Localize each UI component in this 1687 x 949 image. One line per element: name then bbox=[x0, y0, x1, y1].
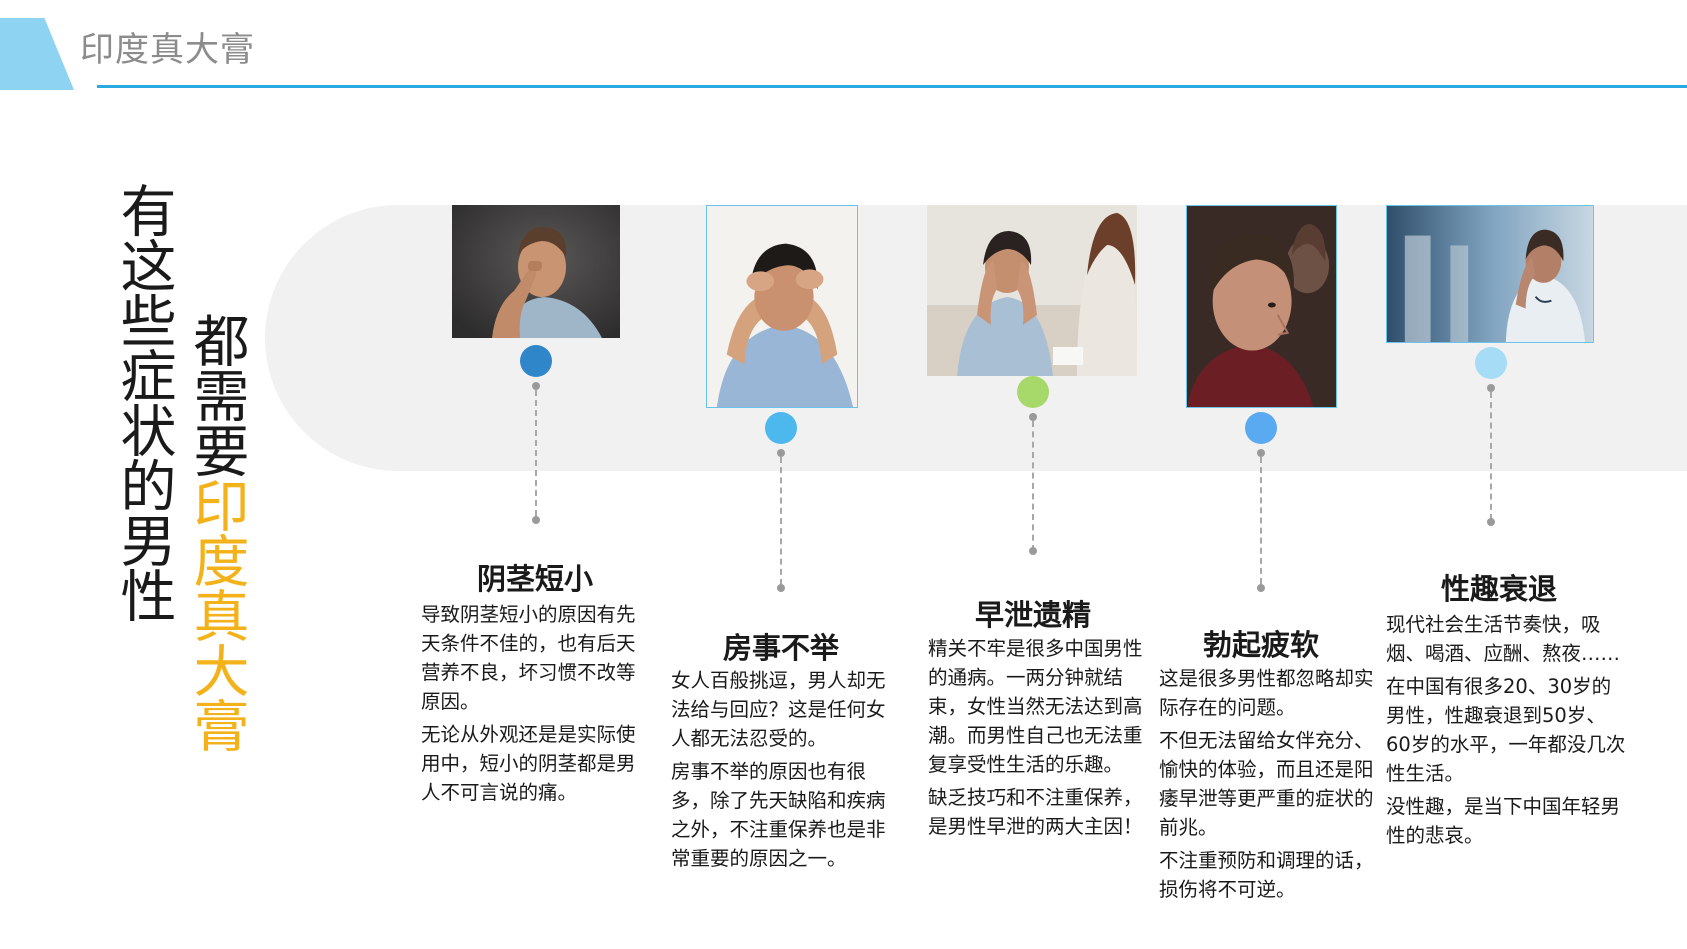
item-body-1: 导致阴茎短小的原因有先天条件不佳的，也有后天营养不良，坏习惯不改等原因。 无论从… bbox=[421, 600, 646, 811]
timeline-pin-top-3 bbox=[1029, 413, 1037, 421]
item-3-paragraph-2: 缺乏技巧和不注重保养，是男性早泄的两大主因！ bbox=[928, 786, 1143, 838]
headline-line1: 有这些症状的男性 bbox=[111, 182, 176, 622]
photo-doctor-stressed bbox=[1386, 205, 1594, 343]
timeline-dot-3 bbox=[1017, 376, 1049, 408]
timeline-pin-top-5 bbox=[1487, 384, 1495, 392]
item-5-paragraph-2: 在中国有很多20、30岁的男性，性趣衰退到50岁、60岁的水平，一年都没几次性生… bbox=[1386, 675, 1626, 785]
photo-man-rubbing-eyes bbox=[452, 205, 620, 338]
item-1-paragraph-1: 导致阴茎短小的原因有先天条件不佳的，也有后天营养不良，坏习惯不改等原因。 bbox=[421, 603, 636, 713]
timeline-stem-5 bbox=[1490, 392, 1492, 520]
item-body-4: 这是很多男性都忽略却实际存在的问题。 不但无法留给女伴充分、愉快的体验，而且还是… bbox=[1159, 664, 1377, 908]
timeline-dot-5 bbox=[1475, 347, 1507, 379]
item-body-3: 精关不牢是很多中国男性的通病。一两分钟就结束，女性当然无法达到高潮。而男性自己也… bbox=[928, 634, 1146, 845]
item-5-paragraph-1: 现代社会生活节奏快，吸烟、喝酒、应酬、熬夜…… bbox=[1386, 613, 1621, 665]
header-title: 印度真大膏 bbox=[80, 30, 255, 70]
item-title-2: 房事不举 bbox=[722, 631, 839, 665]
header-underline bbox=[97, 85, 1687, 88]
timeline-pin-top-4 bbox=[1257, 449, 1265, 457]
photo-man-holding-head bbox=[706, 205, 858, 408]
item-title-1: 阴茎短小 bbox=[476, 562, 593, 596]
item-4-paragraph-3: 不注重预防和调理的话，损伤将不可逆。 bbox=[1159, 849, 1374, 901]
timeline-pin-bottom-1 bbox=[532, 516, 540, 524]
item-5-paragraph-3: 没性趣，是当下中国年轻男性的悲哀。 bbox=[1386, 795, 1621, 847]
item-2-paragraph-2: 房事不举的原因也有很多，除了先天缺陷和疾病之外，不注重保养也是非常重要的原因之一… bbox=[671, 760, 886, 870]
timeline-pin-bottom-5 bbox=[1487, 518, 1495, 526]
item-4-paragraph-1: 这是很多男性都忽略却实际存在的问题。 bbox=[1159, 667, 1374, 719]
item-1-paragraph-2: 无论从外观还是是实际使用中，短小的阴茎都是男人不可言说的痛。 bbox=[421, 723, 636, 804]
headline-line2-prefix: 都需要 bbox=[184, 312, 249, 477]
item-4-paragraph-2: 不但无法留给女伴充分、愉快的体验，而且还是阳痿早泄等更严重的症状的前兆。 bbox=[1159, 729, 1374, 839]
item-2-paragraph-1: 女人百般挑逗，男人却无法给与回应？这是任何女人都无法忍受的。 bbox=[671, 669, 886, 750]
header-corner-decoration bbox=[0, 18, 74, 90]
timeline-pin-top-2 bbox=[777, 449, 785, 457]
timeline-stem-4 bbox=[1260, 457, 1262, 584]
timeline-dot-2 bbox=[765, 412, 797, 444]
timeline-stem-2 bbox=[780, 457, 782, 585]
timeline-pin-bottom-3 bbox=[1029, 547, 1037, 555]
headline-line2-highlight: 印度真大膏 bbox=[184, 477, 249, 752]
item-title-4: 勃起疲软 bbox=[1202, 628, 1319, 662]
timeline-pin-top-1 bbox=[532, 382, 540, 390]
item-title-3: 早泄遗精 bbox=[974, 598, 1091, 632]
timeline-dot-4 bbox=[1245, 412, 1277, 444]
timeline-pin-bottom-2 bbox=[777, 584, 785, 592]
item-body-2: 女人百般挑逗，男人却无法给与回应？这是任何女人都无法忍受的。 房事不举的原因也有… bbox=[671, 666, 904, 877]
photo-couple-on-sofa bbox=[927, 205, 1137, 376]
item-body-5: 现代社会生活节奏快，吸烟、喝酒、应酬、熬夜…… 在中国有很多20、30岁的男性，… bbox=[1386, 610, 1626, 854]
timeline-dot-1 bbox=[520, 345, 552, 377]
timeline-stem-3 bbox=[1032, 421, 1034, 551]
timeline-pin-bottom-4 bbox=[1257, 584, 1265, 592]
headline-line2: 都需要印度真大膏 bbox=[184, 312, 249, 752]
timeline-stem-1 bbox=[535, 390, 537, 516]
photo-man-portrait bbox=[1186, 205, 1337, 408]
item-3-paragraph-1: 精关不牢是很多中国男性的通病。一两分钟就结束，女性当然无法达到高潮。而男性自己也… bbox=[928, 637, 1143, 776]
item-title-5: 性趣衰退 bbox=[1440, 572, 1557, 606]
